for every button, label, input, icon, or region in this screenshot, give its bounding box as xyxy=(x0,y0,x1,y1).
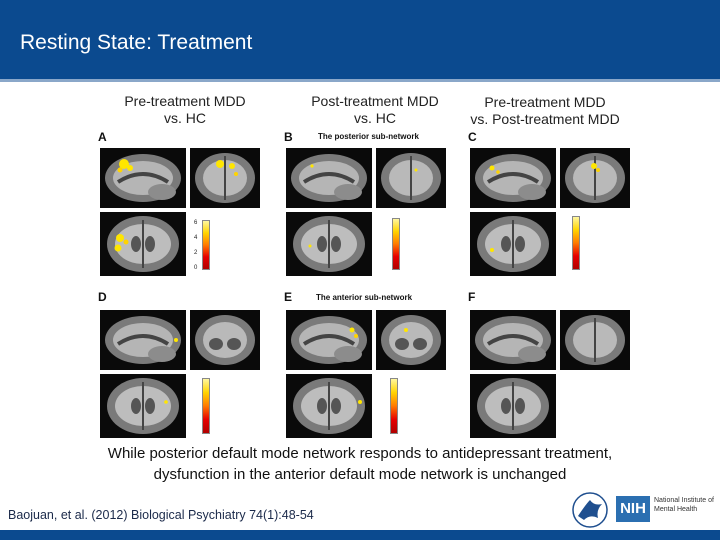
hhs-eagle-logo xyxy=(572,492,608,528)
column-header-2-line2: vs. HC xyxy=(354,110,396,126)
panel-b-coronal-slice xyxy=(376,148,446,208)
panel-d-axial-slice xyxy=(100,374,186,438)
panel-letter-e: E xyxy=(284,290,293,304)
panel-b-axial-slice xyxy=(286,212,372,276)
panel-c-axial-slice xyxy=(470,212,556,276)
posterior-subnetwork-label: The posterior sub-network xyxy=(318,132,419,141)
panel-letter-c: C xyxy=(468,130,477,144)
panel-a-colorbar xyxy=(202,220,210,270)
brain-figure: A B C D E F The posterior sub-network Th… xyxy=(96,128,636,438)
tick-label: 6 xyxy=(194,220,198,226)
column-header-3-line2: vs. Post-treatment MDD xyxy=(470,111,620,127)
column-header-3: Pre-treatment MDD vs. Post-treatment MDD xyxy=(455,94,635,128)
column-header-3-line1: Pre-treatment MDD xyxy=(484,94,606,110)
panel-b-colorbar xyxy=(392,218,400,270)
column-header-1-line1: Pre-treatment MDD xyxy=(124,93,246,109)
panel-f-sagittal-slice xyxy=(470,310,556,370)
slide-caption: While posterior default mode network res… xyxy=(30,443,690,485)
panel-letter-b: B xyxy=(284,130,293,144)
panel-f-coronal-slice xyxy=(560,310,630,370)
panel-d-sagittal-slice xyxy=(100,310,186,370)
nih-logo: NIH xyxy=(616,496,650,522)
panel-e-colorbar xyxy=(390,378,398,434)
caption-line-1: While posterior default mode network res… xyxy=(107,445,613,462)
bottom-bar xyxy=(0,530,720,540)
column-header-2: Post-treatment MDD vs. HC xyxy=(290,93,460,127)
panel-c-sagittal-slice xyxy=(470,148,556,208)
column-header-2-line1: Post-treatment MDD xyxy=(311,93,439,109)
anterior-subnetwork-label: The anterior sub-network xyxy=(316,293,413,302)
tick-label: 2 xyxy=(194,250,198,256)
tick-label: 0 xyxy=(194,265,198,271)
panel-f-axial-slice xyxy=(470,374,556,438)
panel-letter-f: F xyxy=(468,290,476,304)
logo-area: NIH National Institute of Mental Health xyxy=(566,490,716,530)
panel-d-colorbar xyxy=(202,378,210,434)
title-rule xyxy=(0,79,720,82)
nimh-name: National Institute of Mental Health xyxy=(654,497,714,513)
citation: Baojuan, et al. (2012) Biological Psychi… xyxy=(8,508,314,522)
slide-title: Resting State: Treatment xyxy=(20,31,253,54)
panel-letter-d: D xyxy=(98,290,107,304)
panel-a-colorbar-ticks: 6 4 2 0 xyxy=(194,220,197,271)
panel-b-sagittal-slice xyxy=(286,148,372,208)
tick-label: 4 xyxy=(194,235,198,241)
panel-c-coronal-slice xyxy=(560,148,630,208)
title-bar: Resting State: Treatment xyxy=(0,0,720,82)
panel-a-sagittal-slice xyxy=(100,148,186,208)
panel-d-coronal-slice xyxy=(190,310,260,370)
panel-e-axial-slice xyxy=(286,374,372,438)
panel-e-coronal-slice xyxy=(376,310,446,370)
column-header-1-line2: vs. HC xyxy=(164,110,206,126)
caption-line-2: dysfunction in the anterior default mode… xyxy=(153,466,567,483)
panel-e-sagittal-slice xyxy=(286,310,372,370)
panel-letter-a: A xyxy=(98,130,107,144)
column-header-1: Pre-treatment MDD vs. HC xyxy=(100,93,270,127)
panel-a-axial-slice xyxy=(100,212,186,276)
panel-a-coronal-slice xyxy=(190,148,260,208)
panel-c-colorbar xyxy=(572,216,580,270)
